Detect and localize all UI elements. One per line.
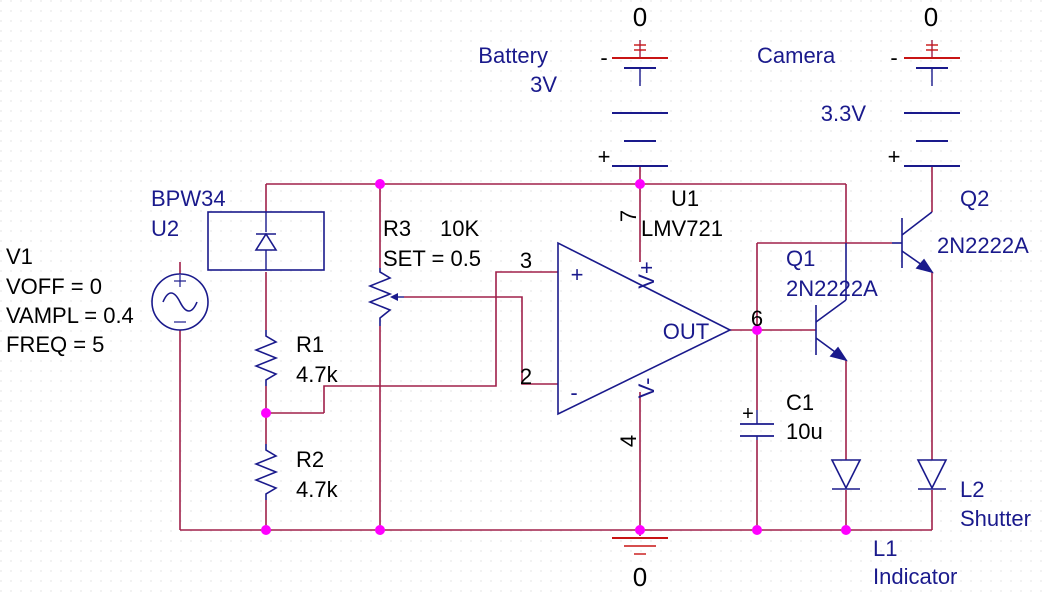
r1-ref: R1 <box>296 332 324 357</box>
l1-ref: L1 <box>873 536 897 561</box>
u1-plus-sign: + <box>571 262 584 287</box>
camera-plus-sign: + <box>888 144 901 169</box>
camera-minus-sign: - <box>890 45 897 70</box>
battery-plus-sign: + <box>598 144 611 169</box>
q2-ref: Q2 <box>960 186 989 211</box>
q1-part: 2N2222A <box>786 276 878 301</box>
u1-opamp[interactable] <box>557 241 732 416</box>
v1-voff: VOFF = 0 <box>6 274 102 299</box>
camera-ground-ref: 0 <box>924 2 938 32</box>
pin-7: 7 <box>616 210 641 222</box>
v1-freq: FREQ = 5 <box>6 332 104 357</box>
l1-indicator-led[interactable] <box>830 459 862 490</box>
r3-potentiometer[interactable] <box>367 268 404 326</box>
u1-vplus-label: V+ <box>634 261 659 289</box>
r2-value: 4.7k <box>296 477 339 502</box>
camera-value: 3.3V <box>821 101 867 126</box>
r3-value: 10K <box>440 216 479 241</box>
battery-minus-sign: - <box>600 45 607 70</box>
u2-photodiode[interactable] <box>207 211 325 271</box>
q2-transistor[interactable] <box>892 211 934 274</box>
battery-ground-ref: 0 <box>633 2 647 32</box>
camera-source[interactable] <box>904 40 960 167</box>
u2-ref: U2 <box>151 216 179 241</box>
l2-name: Shutter <box>960 506 1031 531</box>
camera-label: Camera <box>757 43 836 68</box>
l2-shutter-led[interactable] <box>916 459 948 490</box>
battery-label: Battery <box>478 43 548 68</box>
c1-plus-sign: + <box>742 403 754 425</box>
battery-source[interactable] <box>612 40 668 167</box>
ground-ref: 0 <box>633 562 647 592</box>
u2-part: BPW34 <box>151 186 226 211</box>
q2-part: 2N2222A <box>937 233 1029 258</box>
r3-ref: R3 <box>383 216 411 241</box>
r2-ref: R2 <box>296 447 324 472</box>
pin-4: 4 <box>616 435 641 447</box>
pin-3: 3 <box>520 248 532 273</box>
pin-6: 6 <box>751 306 763 331</box>
v1-vampl: VAMPL = 0.4 <box>6 303 134 328</box>
u1-ref: U1 <box>671 186 699 211</box>
junctions <box>261 179 851 535</box>
battery-value: 3V <box>530 72 557 97</box>
u1-vminus-label: V- <box>634 378 659 399</box>
r1-resistor[interactable] <box>253 330 279 386</box>
r1-value: 4.7k <box>296 362 339 387</box>
v1-ref: V1 <box>6 244 33 269</box>
c1-value: 10u <box>786 419 823 444</box>
u1-out-label: OUT <box>663 319 709 344</box>
l2-ref: L2 <box>960 477 984 502</box>
l1-name: Indicator <box>873 564 957 589</box>
v1-sine-source[interactable] <box>151 273 209 331</box>
r2-resistor[interactable] <box>253 444 279 500</box>
c1-ref: C1 <box>786 390 814 415</box>
pin-2: 2 <box>520 364 532 389</box>
ground-symbol <box>612 537 668 555</box>
u1-part: LMV721 <box>641 216 723 241</box>
c1-capacitor[interactable] <box>740 410 774 440</box>
u1-minus-sign: - <box>570 380 577 405</box>
q1-transistor[interactable] <box>815 243 848 362</box>
q1-ref: Q1 <box>786 246 815 271</box>
r3-set: SET = 0.5 <box>383 246 481 271</box>
